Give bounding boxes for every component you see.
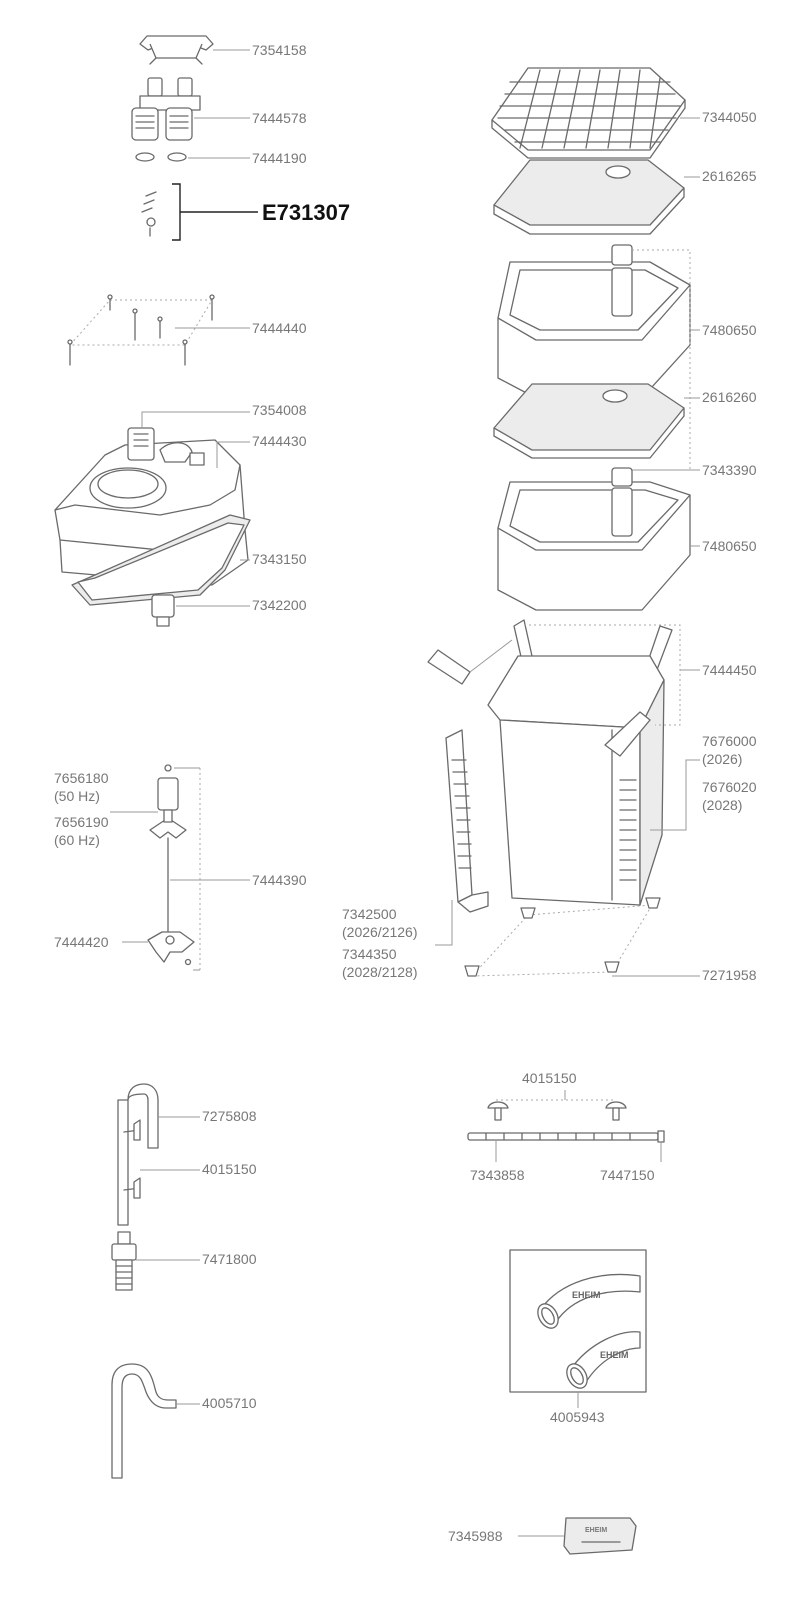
part-spray-bar: 4015150 7343858 7447150 <box>467 1070 665 1183</box>
label-7471800: 7471800 <box>202 1251 257 1267</box>
label-7447150: 7447150 <box>600 1167 655 1183</box>
label-7656180: 7656180 <box>54 770 109 786</box>
label-7354008: 7354008 <box>252 402 307 418</box>
label-7342500: 7342500 <box>342 906 397 922</box>
sachet-brand: EHEIM <box>585 1527 607 1534</box>
label-7344350: 7344350 <box>342 946 397 962</box>
label-7271958: 7271958 <box>702 967 757 983</box>
label-7676000-model: (2026) <box>702 751 742 767</box>
label-7344350-model: (2028/2128) <box>342 964 418 980</box>
part-4005943-hose: EHEIM EHEIM 4005943 <box>509 1249 647 1425</box>
label-7275808: 7275808 <box>202 1108 257 1124</box>
label-7676000: 7676000 <box>702 733 757 749</box>
label-4015150-b: 4015150 <box>522 1070 577 1086</box>
part-intake-tube: 7342500 (2026/2126) 7344350 (2028/2128) <box>342 729 489 980</box>
label-7676020-model: (2028) <box>702 797 742 813</box>
label-7342500-model: (2026/2126) <box>342 924 418 940</box>
label-7444440: 7444440 <box>252 320 307 336</box>
label-7656190-hz: (60 Hz) <box>54 832 100 848</box>
part-2616265-foam-pad: 2616265 <box>493 159 757 235</box>
label-E731307: E731307 <box>262 200 350 225</box>
label-7656190: 7656190 <box>54 814 109 830</box>
label-7444420: 7444420 <box>54 934 109 950</box>
part-7343390-tube: 7343390 <box>632 462 757 478</box>
label-4005943: 4005943 <box>550 1409 605 1425</box>
label-7354158: 7354158 <box>252 42 307 58</box>
label-7344050: 7344050 <box>702 109 757 125</box>
label-7656180-hz: (50 Hz) <box>54 788 100 804</box>
label-7343150: 7343150 <box>252 551 307 567</box>
part-7444190-o-rings: 7444190 <box>135 150 307 166</box>
label-4005710: 4005710 <box>202 1395 257 1411</box>
label-7343390: 7343390 <box>702 462 757 478</box>
part-7444578-valve: 7444578 <box>131 77 307 141</box>
part-7344050-grid-plate: 7344050 <box>491 67 757 159</box>
part-pump-head: 7354008 7444430 7343150 7342200 <box>54 402 307 627</box>
part-E731307-screw-set: E731307 <box>141 183 350 241</box>
part-7345988-sachet: 7345988 EHEIM <box>448 1517 637 1555</box>
part-intake-pipe: 7275808 4015150 7471800 <box>111 1083 257 1291</box>
label-2616260: 2616260 <box>702 389 757 405</box>
label-7343858: 7343858 <box>470 1167 525 1183</box>
label-4015150-a: 4015150 <box>202 1161 257 1177</box>
part-2616260-foam-pad: 2616260 <box>493 383 757 459</box>
part-7480650-basket-bottom: 7480650 <box>497 467 757 611</box>
hose-brand-2: EHEIM <box>600 1350 629 1360</box>
label-7480650-a: 7480650 <box>702 322 757 338</box>
label-7444390: 7444390 <box>252 872 307 888</box>
part-4005710-outlet-pipe: 4005710 <box>111 1363 257 1479</box>
hose-brand-1: EHEIM <box>572 1290 601 1300</box>
part-impeller-assembly: 7656180 (50 Hz) 7656190 (60 Hz) 7444390 … <box>54 764 307 971</box>
part-canister: 7444450 7676000 (2026) 7676020 (2028) <box>427 619 757 906</box>
label-2616265: 2616265 <box>702 168 757 184</box>
part-7271958-feet: 7271958 <box>464 897 757 983</box>
label-7444578: 7444578 <box>252 110 307 126</box>
label-7444430: 7444430 <box>252 433 307 449</box>
label-7480650-b: 7480650 <box>702 538 757 554</box>
part-7354158-clip: 7354158 <box>139 35 307 65</box>
label-7345988: 7345988 <box>448 1528 503 1544</box>
label-7342200: 7342200 <box>252 597 307 613</box>
part-7444440-pins: 7444440 <box>67 294 307 366</box>
label-7444190: 7444190 <box>252 150 307 166</box>
label-7676020: 7676020 <box>702 779 757 795</box>
label-7444450: 7444450 <box>702 662 757 678</box>
